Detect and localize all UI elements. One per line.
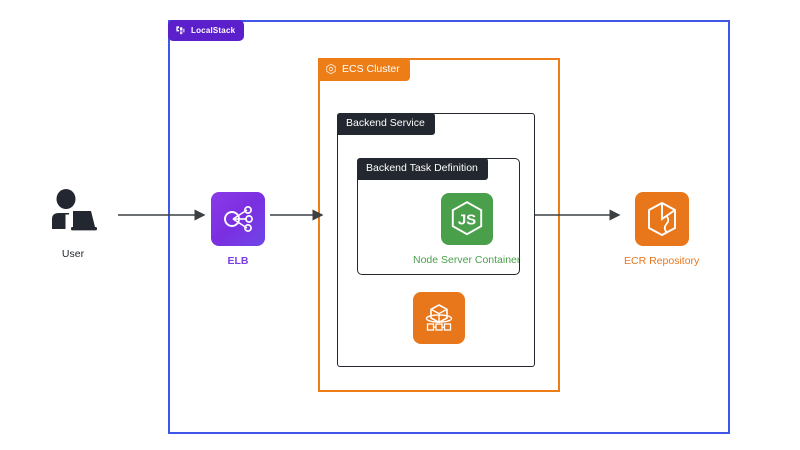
node-ecr-repository-label: ECR Repository	[624, 255, 700, 267]
node-node-server-container[interactable]: JS Node Server Container	[413, 193, 520, 267]
ecr-repository-cube-icon	[634, 192, 689, 246]
node-elb[interactable]: ELB	[211, 192, 265, 268]
ecs-cluster-hexagon-icon	[325, 63, 337, 75]
load-balancer-icon	[211, 192, 265, 246]
node-user-label: User	[61, 248, 85, 260]
localstack-boundary	[168, 20, 730, 434]
svg-text:JS: JS	[458, 212, 476, 229]
localstack-boundary-label: LocalStack	[168, 20, 245, 41]
user-laptop-icon	[46, 185, 100, 239]
backend-task-definition-boundary-label-text: Backend Task Definition	[366, 162, 478, 174]
ecs-cluster-boundary	[318, 58, 560, 392]
connection-elb-to-service	[270, 209, 324, 221]
node-user[interactable]: User	[46, 185, 100, 261]
ecs-cluster-boundary-label-text: ECS Cluster	[342, 62, 400, 75]
localstack-boundary-label-text: LocalStack	[191, 25, 236, 35]
node-node-server-container-label: Node Server Container	[413, 254, 521, 266]
connection-service-to-ecr	[535, 209, 621, 221]
ecs-cluster-boundary-label: ECS Cluster	[318, 58, 410, 81]
connection-user-to-elb	[118, 209, 206, 221]
localstack-logo-icon	[175, 25, 186, 36]
backend-service-boundary-label-text: Backend Service	[346, 117, 425, 129]
backend-service-boundary-label: Backend Service	[337, 113, 435, 135]
nodejs-js-hexagon-icon: JS	[440, 193, 493, 245]
node-elb-label: ELB	[227, 255, 249, 267]
backend-service-boundary	[337, 113, 535, 367]
ecs-task-cube-icon[interactable]	[413, 292, 465, 344]
node-ecr-repository[interactable]: ECR Repository	[624, 192, 699, 268]
backend-task-definition-boundary-label: Backend Task Definition	[357, 158, 488, 180]
